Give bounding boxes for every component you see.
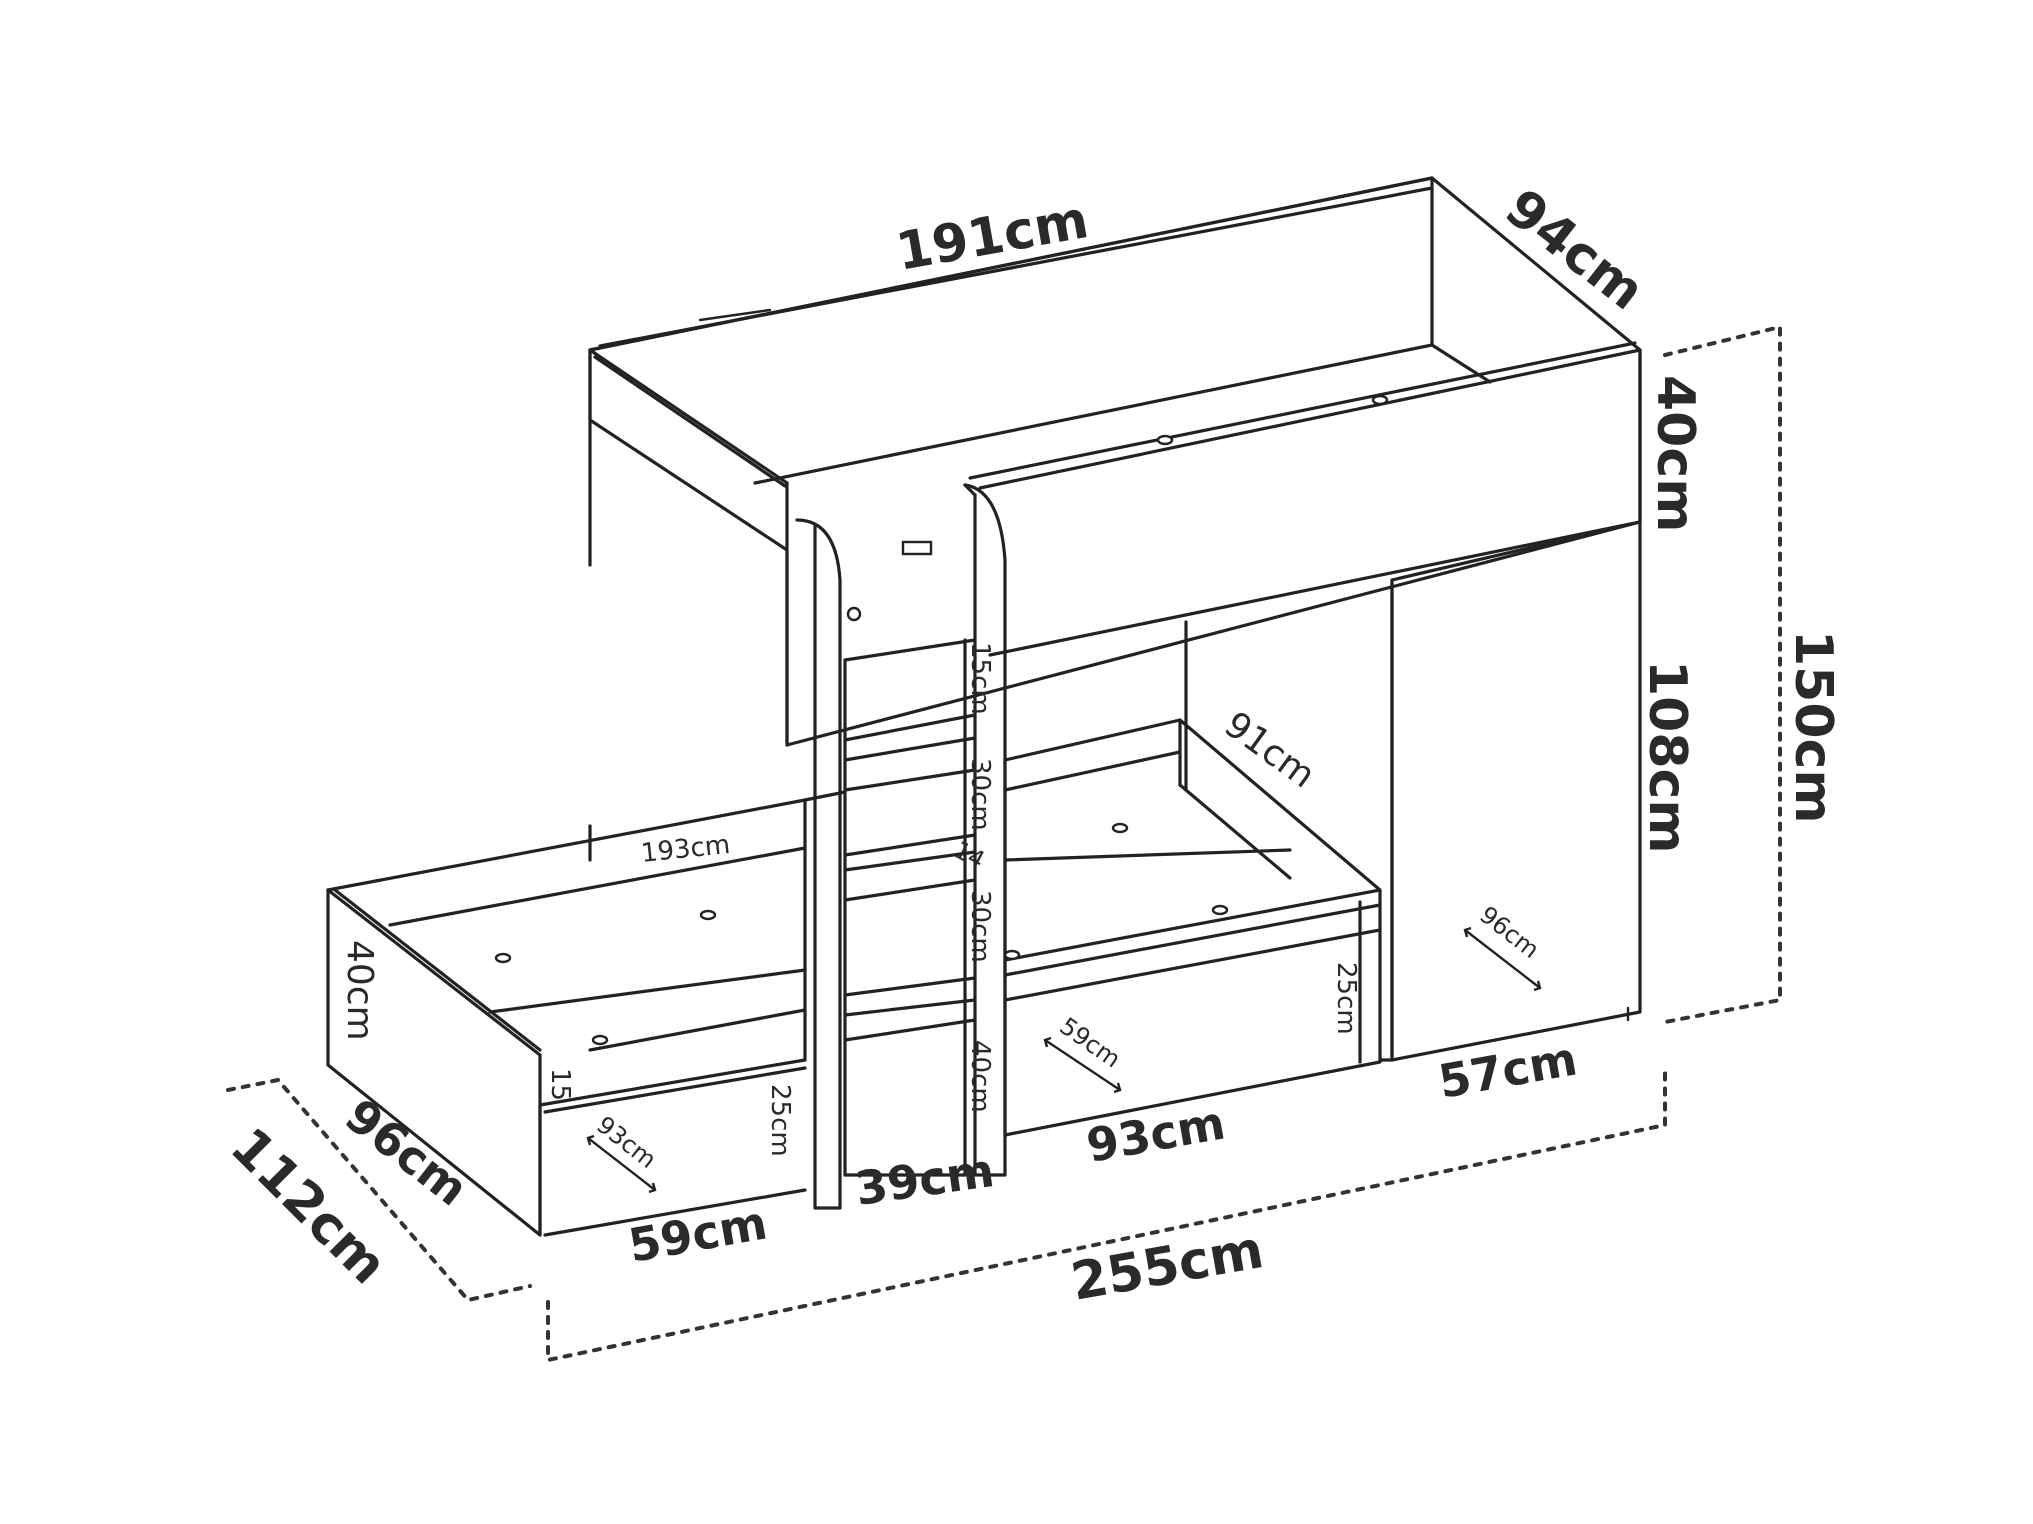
lower-bed-depth-label: 91cm [1217,704,1323,796]
dimension-labels: 191cm 94cm 40cm 108cm 150cm 15cm 30cm 14… [219,178,1843,1313]
upper-bed [588,176,1642,1210]
total-length-label: 255cm [1067,1220,1268,1313]
ladder-bottom-label: 40cm [965,1040,995,1113]
top-height-label: 40cm [1645,375,1705,532]
ladder-width-label: 39cm [852,1143,997,1216]
lower-front-rail-label: 15 [545,1068,575,1101]
wardrobe-width-label: 57cm [1435,1031,1581,1108]
ladder-step-2-label: 30cm [965,758,995,831]
ladder [843,606,977,1177]
wardrobe-height-label: 108cm [1637,660,1697,854]
lower-bed [326,394,1389,1237]
side-depth-label: 96cm [335,1088,478,1216]
right-drawer-depth-label: 59cm [1055,1012,1126,1073]
dimension-lines [226,324,1782,1363]
total-height-label: 150cm [1783,630,1843,824]
wardrobe [1184,520,1642,1062]
wardrobe-depth-label: 96cm [1474,901,1544,964]
right-drawer-height-label: 25cm [1331,962,1361,1035]
left-drawer-width-label: 59cm [625,1195,771,1272]
dimension-arrows [586,926,1542,1194]
ladder-step-4-label: 30cm [965,890,995,963]
ladder-step-3-label: 14 [949,836,989,875]
ladder-step-1-label: 15cm [965,642,995,715]
left-drawer-depth-label: 93cm [591,1111,661,1174]
right-drawer-width-label: 93cm [1083,1095,1229,1172]
left-drawer-height-label: 25cm [765,1084,795,1157]
lower-bed-height-label: 40cm [339,940,380,1041]
